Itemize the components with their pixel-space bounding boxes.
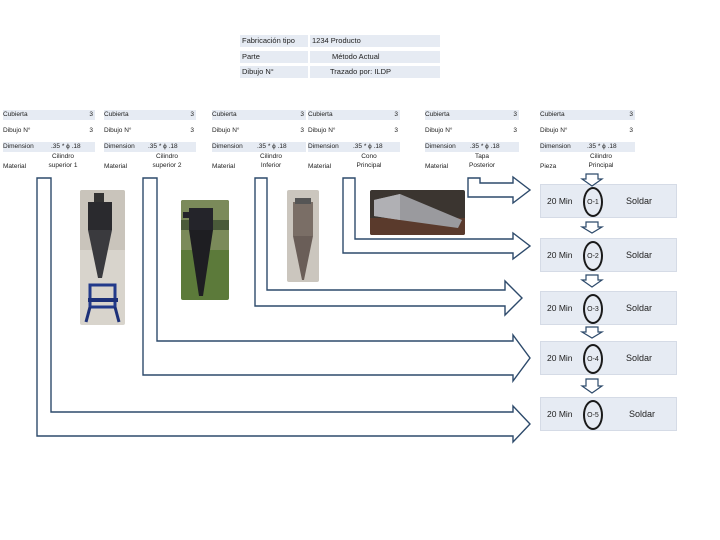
cubierta-label: Cubierta xyxy=(308,110,353,120)
header-fabricacion: Fabricación tipo xyxy=(240,35,308,47)
cubierta-count: 3 xyxy=(51,110,95,120)
operation-time: 20 Min xyxy=(547,250,573,260)
dimension-label: Dimension xyxy=(104,142,148,152)
dimension-value: .35 * ɸ .18 xyxy=(257,142,306,152)
material-label: Material xyxy=(308,163,332,170)
cyclone-assembly-photo xyxy=(80,190,125,325)
header-dibujo: Dibujo N° xyxy=(240,66,308,78)
dimension-label: Dimension xyxy=(212,142,257,152)
operation-symbol: O-5 xyxy=(583,400,603,430)
part-name: Cilindro superior 1 xyxy=(48,153,78,169)
arrow-cono-principal xyxy=(342,177,532,261)
dimension-label: Dimension xyxy=(540,142,587,152)
material-label: Material xyxy=(3,163,27,170)
dibujo-number: 3 xyxy=(394,127,398,134)
dimension-value: .35 * ɸ .18 xyxy=(470,142,519,152)
cubierta-label: Cubierta xyxy=(3,110,51,120)
part-name: Cilindro superior 2 xyxy=(152,153,182,169)
cubierta-count: 3 xyxy=(148,110,196,120)
operation-symbol: O-4 xyxy=(583,344,603,374)
operation-action: Soldar xyxy=(626,196,653,206)
cubierta-label: Cubierta xyxy=(540,110,587,120)
cubierta-label: Cubierta xyxy=(212,110,257,120)
part-name: Cilindro Principal xyxy=(588,153,614,169)
operation-row: 20 Min O-5 Soldar xyxy=(540,397,677,431)
operation-action: Soldar xyxy=(626,250,653,260)
dibujo-number: 3 xyxy=(300,127,304,134)
arrow-cilindro-superior-1 xyxy=(36,177,531,444)
dibujo-label: Dibujo N° xyxy=(104,127,132,134)
dibujo-number: 3 xyxy=(513,127,517,134)
dibujo-label: Dibujo N° xyxy=(540,127,568,134)
operation-time: 20 Min xyxy=(547,353,573,363)
dimension-value: .35 * ɸ .18 xyxy=(148,142,196,152)
upper-cylinder-photo xyxy=(181,200,229,300)
down-arrow-3 xyxy=(580,274,604,288)
down-arrow-4 xyxy=(579,326,605,339)
dimension-value: .35 * ɸ .18 xyxy=(353,142,400,152)
dibujo-label: Dibujo N° xyxy=(425,127,453,134)
operation-row: 20 Min O-2 Soldar xyxy=(540,238,677,272)
dimension-label: Dimension xyxy=(425,142,470,152)
operation-row: 20 Min O-4 Soldar xyxy=(540,341,677,375)
part-name: Cono Principal xyxy=(356,153,382,169)
dibujo-number: 3 xyxy=(190,127,194,134)
dibujo-number: 3 xyxy=(629,127,633,134)
operation-row: 20 Min O-3 Soldar xyxy=(540,291,677,325)
operation-symbol: O-3 xyxy=(583,294,603,324)
header-metodo: Método Actual xyxy=(310,51,440,63)
cubierta-count: 3 xyxy=(257,110,306,120)
operation-action: Soldar xyxy=(626,353,653,363)
material-label: Material xyxy=(104,163,128,170)
cubierta-count: 3 xyxy=(587,110,635,120)
material-label: Pieza xyxy=(540,163,557,170)
dimension-label: Dimension xyxy=(3,142,51,152)
cubierta-label: Cubierta xyxy=(425,110,470,120)
down-arrow-5 xyxy=(580,378,604,394)
operation-time: 20 Min xyxy=(547,409,573,419)
operation-row: 20 Min O-1 Soldar xyxy=(540,184,677,218)
main-cone-photo xyxy=(370,190,465,235)
arrow-cilindro-superior-2 xyxy=(142,177,531,384)
material-label: Material xyxy=(212,163,236,170)
dibujo-label: Dibujo N° xyxy=(212,127,240,134)
operation-symbol: O-1 xyxy=(583,187,603,217)
operation-symbol: O-2 xyxy=(583,241,603,271)
lower-cylinder-photo xyxy=(287,190,319,282)
part-name: Cilindro Inferior xyxy=(259,153,283,169)
cubierta-count: 3 xyxy=(353,110,400,120)
down-arrow-1 xyxy=(580,173,604,187)
header-trazado: Trazado por: ILDP xyxy=(310,66,440,78)
cubierta-label: Cubierta xyxy=(104,110,148,120)
dimension-value: .35 * ɸ .18 xyxy=(51,142,95,152)
part-name: Tapa Posterior xyxy=(468,153,495,169)
dibujo-label: Dibujo N° xyxy=(3,127,31,134)
header-producto: 1234 Producto xyxy=(310,35,440,47)
dibujo-label: Dibujo N° xyxy=(308,127,336,134)
operation-time: 20 Min xyxy=(547,303,573,313)
arrow-tapa-posterior xyxy=(467,175,532,205)
dibujo-number: 3 xyxy=(89,127,93,134)
operation-action: Soldar xyxy=(629,409,656,419)
header-parte: Parte xyxy=(240,51,308,63)
dimension-label: Dimension xyxy=(308,142,353,152)
operation-time: 20 Min xyxy=(547,196,573,206)
arrow-cilindro-inferior xyxy=(254,177,523,317)
down-arrow-2 xyxy=(579,221,605,234)
material-label: Material xyxy=(425,163,449,170)
operation-action: Soldar xyxy=(626,303,653,313)
dimension-value: .35 * ɸ .18 xyxy=(587,142,635,152)
cubierta-count: 3 xyxy=(470,110,519,120)
